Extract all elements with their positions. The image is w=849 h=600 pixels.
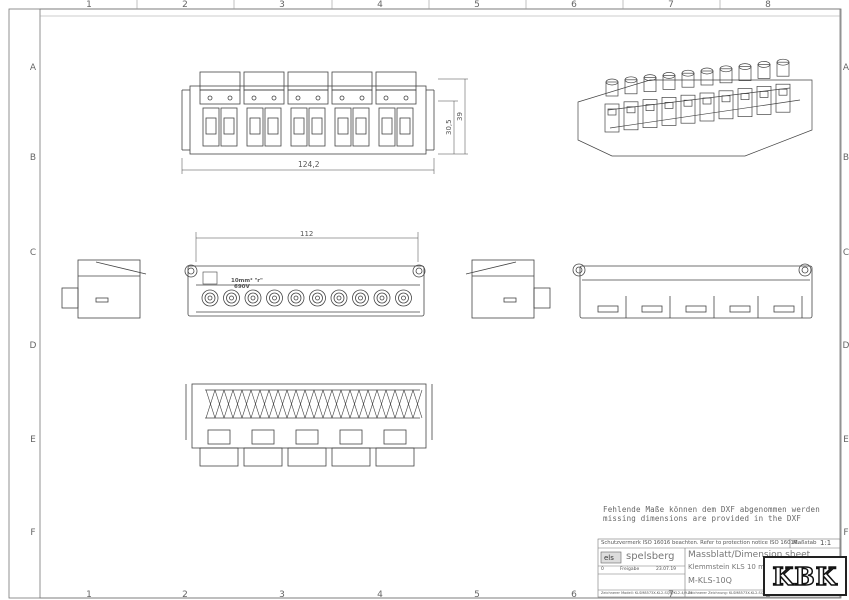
row-marker-right: C (843, 248, 849, 258)
note-line-de: Fehlende Maße können dem DXF abgenommen … (603, 505, 820, 514)
row-markers: A A B B C C D D E E F F (30, 63, 849, 538)
note-line-en: missing dimensions are provided in the D… (603, 514, 802, 523)
row-marker: B (30, 153, 36, 163)
scale-label: Maßstab (793, 540, 817, 546)
row-marker: C (30, 248, 36, 258)
column-marker: 8 (765, 0, 771, 10)
column-marker: 1 (86, 0, 92, 10)
column-marker-bottom: 6 (571, 590, 577, 600)
row-marker: A (30, 63, 37, 73)
column-marker: 3 (279, 0, 285, 10)
column-marker: 2 (182, 0, 188, 10)
row-marker-right: F (843, 528, 848, 538)
footer-right: Zeichnerer Zeichnung: KLSM8573X-KL2-SQM/… (688, 591, 787, 595)
revision-text: Freigabe (620, 567, 640, 572)
column-marker-bottom: 7 (668, 590, 674, 600)
inner-frame (39, 8, 841, 599)
row-marker-right: B (843, 153, 849, 163)
column-marker-bottom: 5 (474, 590, 480, 600)
row-marker-right: E (843, 435, 849, 445)
column-marker-bottom: 4 (377, 590, 383, 600)
column-marker: 5 (474, 0, 480, 10)
dim-width-front: 112 (300, 230, 313, 238)
revision-date: 23.07.19 (656, 567, 677, 572)
brand-short: els (604, 554, 614, 562)
row-marker-right: D (843, 341, 849, 351)
footer-left: Zeichnerer Modell: KLSM8573X-KL2-SQM/KL2… (601, 591, 693, 595)
dim-height-inner: 30,5 (445, 119, 453, 135)
revision-index: 0 (601, 567, 604, 572)
bottom-view (185, 383, 433, 467)
isometric-view (577, 58, 813, 157)
front-view (184, 232, 426, 317)
marking-voltage: 690V (234, 284, 250, 290)
kbk-watermark-text: KBK (772, 561, 838, 592)
dim-height-outer: 39 (456, 112, 464, 121)
left-side-view (61, 259, 147, 319)
dim-width-top: 124,2 (298, 160, 320, 169)
top-view (181, 71, 468, 174)
column-marker: 7 (668, 0, 674, 10)
column-marker-bottom: 2 (182, 590, 188, 600)
brand-logo-text: spelsberg (626, 551, 675, 562)
column-marker-bottom: 1 (86, 590, 92, 600)
column-marker-bottom: 3 (279, 590, 285, 600)
rear-view (572, 263, 813, 319)
right-side-view (465, 259, 551, 319)
part-name: Klemmstein KLS 10 mm² (688, 563, 775, 571)
marking-rating: 10mm² "r" (231, 277, 263, 284)
protection-notice: Schutzvermerk ISO 16016 beachten. Refer … (601, 540, 799, 546)
doc-type: Massblatt/Dimension sheet (688, 550, 811, 560)
kbk-watermark-logo: KBK (763, 556, 847, 596)
row-marker: E (30, 435, 36, 445)
column-marker: 4 (377, 0, 383, 10)
column-marker: 6 (571, 0, 577, 10)
row-marker: F (30, 528, 35, 538)
row-marker-right: A (843, 63, 849, 73)
part-number: M-KLS-10Q (688, 576, 732, 585)
scale-value: 1:1 (820, 539, 832, 547)
row-marker: D (30, 341, 37, 351)
